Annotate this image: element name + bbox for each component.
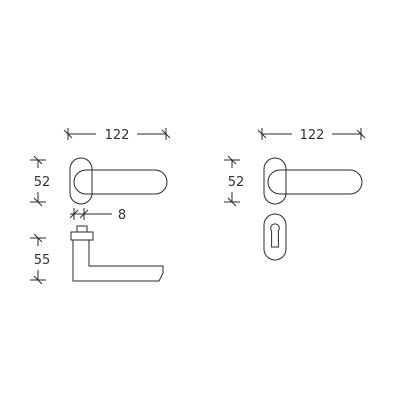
left-lever-handle (73, 169, 168, 195)
side-spindle-neck (76, 225, 88, 232)
left-width-label: 122 (105, 128, 130, 143)
right-width-dimension: 122 (257, 128, 366, 143)
right-height-label: 52 (228, 175, 245, 190)
left-side-view: 8 55 (30, 208, 164, 285)
right-height-dimension: 52 (224, 155, 245, 207)
side-height-label: 55 (34, 253, 51, 268)
right-rose-plate (263, 157, 287, 205)
escutcheon (263, 213, 287, 261)
right-lever-handle (267, 169, 363, 195)
left-height-label: 52 (34, 175, 51, 190)
side-height-dimension: 55 (30, 233, 51, 285)
side-lever-profile (72, 240, 164, 282)
right-width-label: 122 (300, 128, 325, 143)
side-depth-dimension: 8 (69, 208, 126, 223)
side-rose-plate (70, 231, 94, 241)
left-height-dimension: 52 (30, 155, 51, 207)
left-width-dimension: 122 (63, 128, 171, 143)
escutcheon-plate (263, 213, 287, 261)
side-depth-label: 8 (118, 208, 126, 223)
right-front-view: 122 52 (224, 128, 366, 207)
left-rose-plate (69, 157, 93, 205)
cylinder-cutout-icon (270, 223, 280, 248)
left-front-view: 122 52 (30, 128, 171, 207)
